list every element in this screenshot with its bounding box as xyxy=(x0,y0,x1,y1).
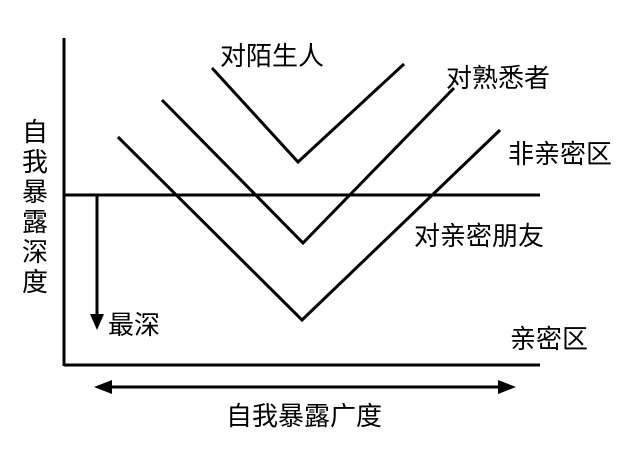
acquaintance-label: 对熟悉者 xyxy=(446,64,551,94)
y-axis-label: 自我暴露深度 xyxy=(21,118,48,298)
acquaintance-curve xyxy=(160,86,456,246)
x-axis-label: 自我暴露广度 xyxy=(226,402,383,432)
intimate-zone-label: 亲密区 xyxy=(510,325,589,355)
intimate-friend-curve xyxy=(116,128,502,323)
breadth-arrow-left-head xyxy=(94,380,112,394)
stranger-curve xyxy=(210,62,406,165)
stranger-label: 对陌生人 xyxy=(220,42,325,72)
breadth-arrow-right-head xyxy=(498,380,516,394)
depth-arrow-head xyxy=(90,314,104,330)
non-intimate-zone-label: 非亲密区 xyxy=(508,140,613,170)
deepest-label: 最深 xyxy=(108,311,161,341)
intimate-friend-label: 对亲密朋友 xyxy=(414,222,545,252)
